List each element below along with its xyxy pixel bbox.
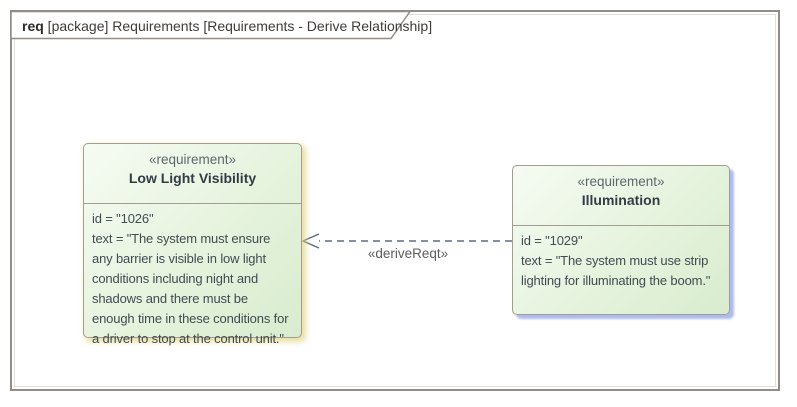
node-stereotype: «requirement» [577, 174, 665, 189]
node-body: id = "1026" text = "The system must ensu… [84, 204, 301, 349]
derive-open-arrowhead-icon [301, 233, 320, 249]
node-stereotype: «requirement» [148, 152, 237, 167]
node-header: «requirement» Low Light Visibility [84, 144, 301, 204]
frame-tab-keyword: req [22, 18, 44, 34]
frame-tab-title: [package] Requirements [Requirements - D… [43, 18, 433, 34]
attribute-text: text = "The system must ensure any barri… [92, 231, 289, 346]
frame-tab-label: req [package] Requirements [Requirements… [22, 15, 432, 37]
derive-connector-label[interactable]: «deriveReqt» [367, 246, 449, 261]
node-name: Illumination [581, 192, 661, 208]
node-body: id = "1029" text = "The system must use … [513, 226, 729, 291]
attribute-id: id = "1029" [521, 233, 583, 248]
attribute-text: text = "The system must use strip lighti… [521, 253, 711, 288]
node-header: «requirement» Illumination [513, 166, 729, 226]
node-name: Low Light Visibility [128, 170, 257, 186]
requirement-node-illumination[interactable]: «requirement» Illumination id = "1029" t… [512, 165, 730, 315]
frame-tab-shape [10, 10, 412, 40]
requirement-node-low-light-visibility[interactable]: «requirement» Low Light Visibility id = … [83, 143, 302, 346]
attribute-id: id = "1026" [92, 211, 154, 226]
